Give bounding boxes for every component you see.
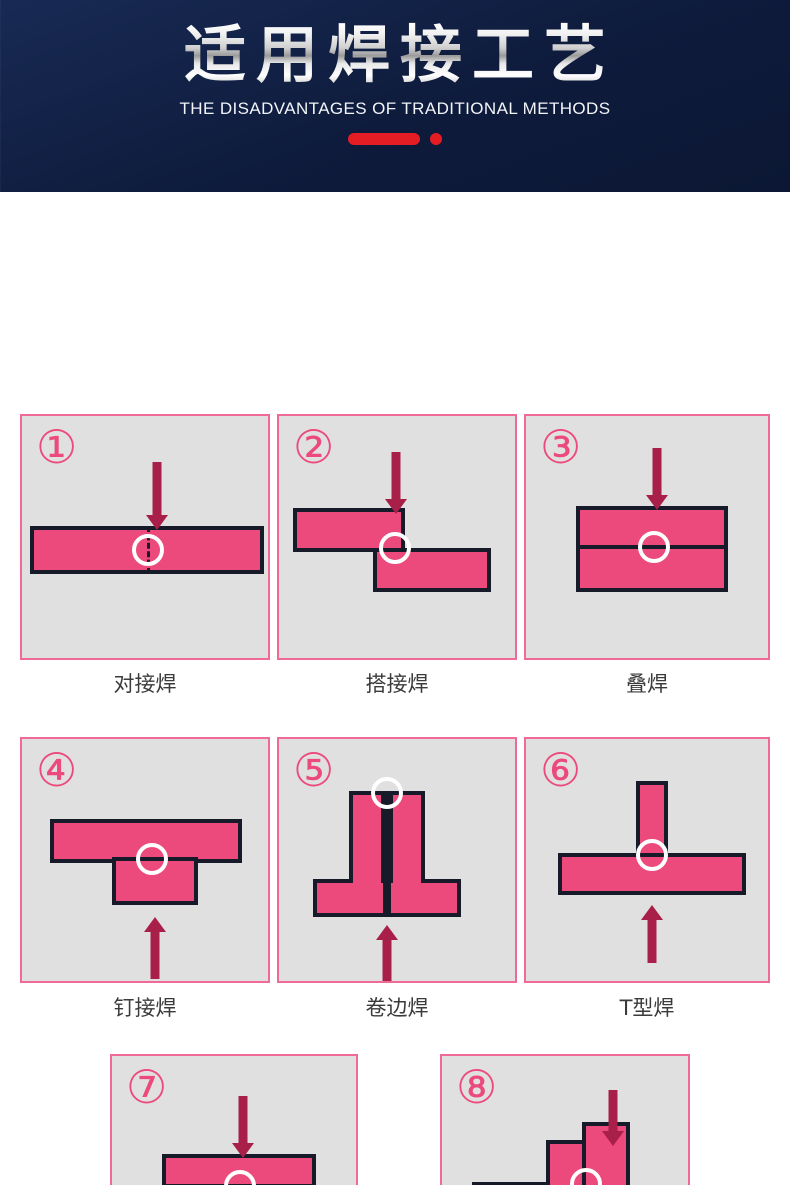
force-arrow-up <box>641 905 663 963</box>
plate-upper <box>293 508 405 552</box>
weld-cell-6[interactable]: ⑥ <box>524 737 770 983</box>
accent-divider <box>0 133 790 146</box>
cell-number-3: ③ <box>540 420 582 474</box>
cell-label-4: 钉接焊 <box>113 996 177 1020</box>
plate-horizontal <box>558 853 746 895</box>
cell-label-6: T型焊 <box>619 996 675 1020</box>
cell-number-4: ④ <box>36 743 78 797</box>
weld-cell-8[interactable]: ⑧ <box>440 1054 690 1185</box>
weld-point-marker <box>636 839 668 871</box>
cell-label-3: 叠焊 <box>626 672 668 696</box>
weld-diagram-stack-weld: ③ <box>526 416 768 658</box>
weld-point-marker <box>136 843 168 875</box>
cell-number-2: ② <box>293 420 335 474</box>
weld-point-marker <box>224 1170 256 1185</box>
force-arrow-up <box>376 925 398 981</box>
weld-cell-1[interactable]: ① <box>20 414 270 660</box>
header-content: 适用焊接工艺 THE DISADVANTAGES OF TRADITIONAL … <box>0 0 790 146</box>
weld-cell-4[interactable]: ④ <box>20 737 270 983</box>
weld-diagram-t-weld: ⑥ <box>526 739 768 981</box>
weld-cell-5[interactable]: ⑤ <box>277 737 517 983</box>
weld-cell-7[interactable]: ⑦ <box>110 1054 358 1185</box>
weld-point-marker <box>379 532 411 564</box>
page-header: 适用焊接工艺 THE DISADVANTAGES OF TRADITIONAL … <box>0 0 790 192</box>
weld-diagram-lap-weld: ② <box>279 416 515 658</box>
force-arrow-down <box>602 1090 624 1146</box>
weld-point-marker <box>371 777 403 809</box>
cell-label-2: 搭接焊 <box>365 672 429 696</box>
cell-number-1: ① <box>36 420 78 474</box>
weld-type-grid: ① 对接焊 ② 搭接焊 ③ <box>0 192 790 1185</box>
weld-point-marker <box>132 534 164 566</box>
force-arrow-down <box>232 1096 254 1158</box>
force-arrow-down <box>385 452 407 514</box>
accent-dot <box>430 133 442 146</box>
weld-diagram-overlap-weld: ⑦ <box>112 1056 356 1185</box>
plate-vertical-stub <box>546 1140 586 1185</box>
force-arrow-down <box>646 448 668 510</box>
page-subtitle: THE DISADVANTAGES OF TRADITIONAL METHODS <box>179 99 611 119</box>
weld-seam <box>383 791 391 917</box>
page-title: 适用焊接工艺 <box>0 22 790 87</box>
cell-label-1: 对接焊 <box>113 672 177 696</box>
weld-cell-2[interactable]: ② <box>277 414 517 660</box>
weld-diagram-flange-weld: ⑤ <box>279 739 515 981</box>
cell-number-7: ⑦ <box>126 1060 168 1114</box>
weld-point-marker <box>638 531 670 563</box>
force-arrow-up <box>144 917 166 979</box>
cell-label-5: 卷边焊 <box>365 996 429 1020</box>
weld-diagram-stud-weld: ④ <box>22 739 268 981</box>
cell-number-6: ⑥ <box>540 743 582 797</box>
weld-diagram-edge-join-weld: ⑧ <box>442 1056 688 1185</box>
weld-diagram-butt-weld: ① <box>22 416 268 658</box>
weld-cell-3[interactable]: ③ <box>524 414 770 660</box>
weld-point-marker <box>570 1168 602 1185</box>
accent-bar <box>348 133 420 146</box>
cell-number-8: ⑧ <box>456 1060 498 1114</box>
cell-number-5: ⑤ <box>293 743 335 797</box>
force-arrow-down <box>146 462 168 530</box>
